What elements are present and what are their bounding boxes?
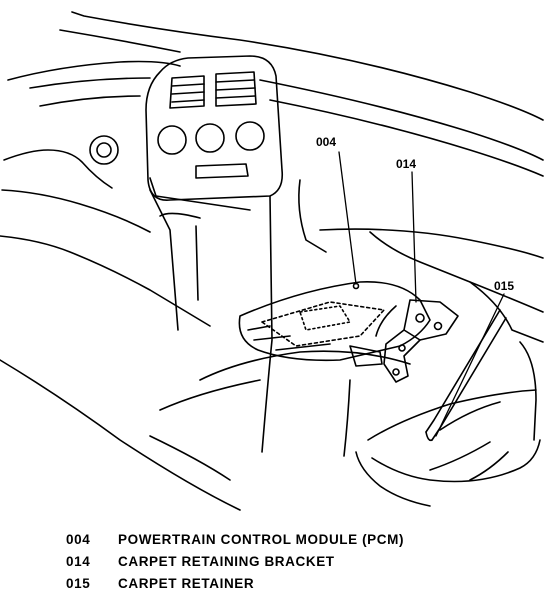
- center-stack: [145, 55, 284, 453]
- legend-description: POWERTRAIN CONTROL MODULE (PCM): [118, 532, 405, 547]
- left-vent: [89, 135, 119, 165]
- floor-carpet: [0, 341, 541, 511]
- parts-legend: 004 POWERTRAIN CONTROL MODULE (PCM) 014 …: [66, 532, 536, 598]
- callout-015: 015: [494, 279, 514, 293]
- legend-row-015: 015 CARPET RETAINER: [66, 576, 536, 598]
- legend-number: 004: [66, 532, 91, 547]
- legend-row-014: 014 CARPET RETAINING BRACKET: [66, 554, 536, 576]
- legend-row-004: 004 POWERTRAIN CONTROL MODULE (PCM): [66, 532, 536, 554]
- pcm-location-diagram: 004 014 015: [0, 11, 544, 511]
- dashboard-outline: [0, 11, 544, 327]
- legend-number: 014: [66, 554, 91, 569]
- carpet-retaining-bracket: [349, 299, 459, 383]
- callout-014: 014: [396, 157, 416, 171]
- callout-004: 004: [316, 135, 336, 149]
- legend-number: 015: [66, 576, 91, 591]
- legend-description: CARPET RETAINER: [118, 576, 255, 591]
- legend-description: CARPET RETAINING BRACKET: [118, 554, 335, 569]
- leader-lines: [338, 151, 505, 437]
- pcm-module: [238, 281, 431, 362]
